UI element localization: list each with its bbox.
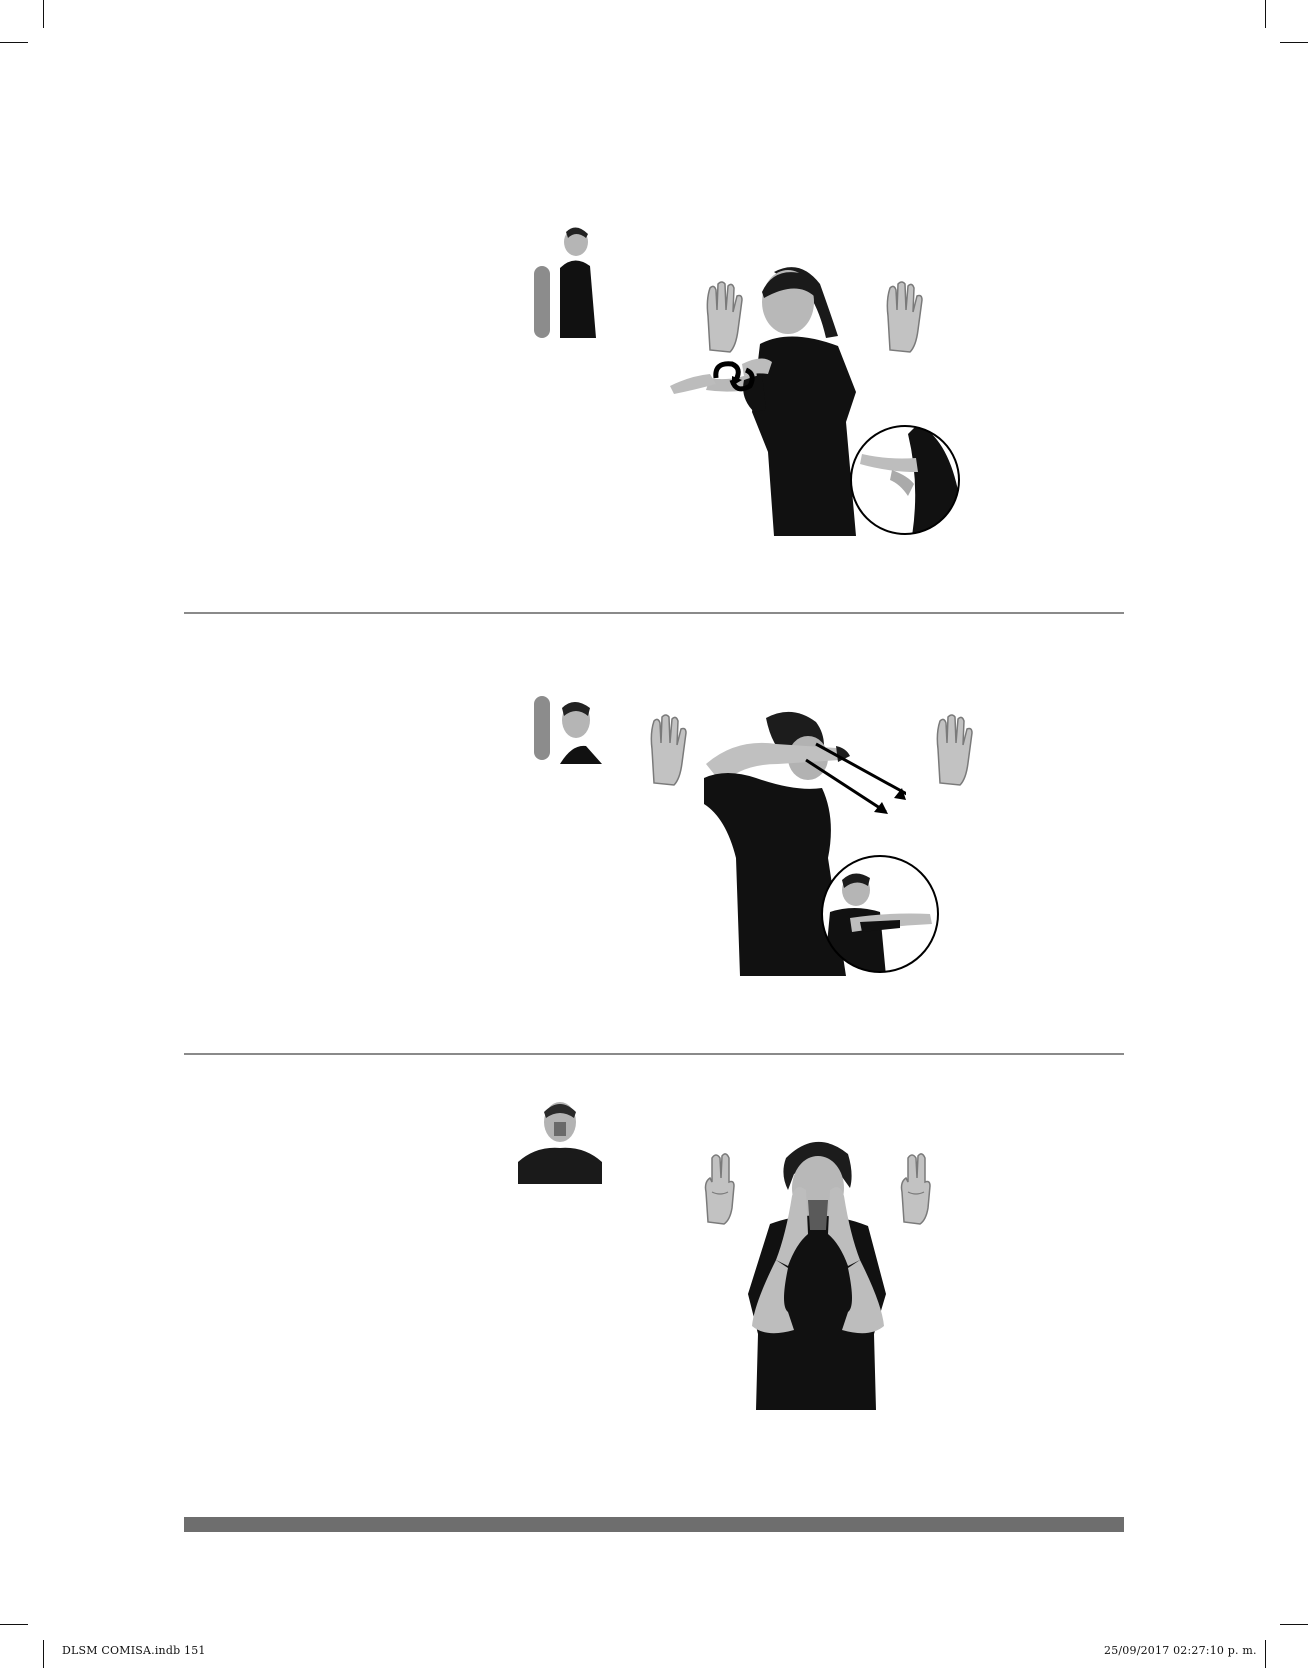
crop-mark-bottom-left-vertical [43, 1640, 44, 1668]
sign-entry-3 [0, 0, 1308, 1420]
location-front-face-thumbnail [516, 1092, 604, 1184]
signer-figure [736, 1134, 904, 1410]
footer-timestamp: 25/09/2017 02:27:10 p. m. [1104, 1644, 1257, 1657]
footer-file-name: DLSM COMISA.indb 151 [62, 1644, 206, 1657]
crop-mark-bottom-left-horizontal [0, 1624, 28, 1625]
crop-mark-bottom-right-horizontal [1280, 1624, 1308, 1625]
three-fingers-hand-icon [700, 1152, 740, 1226]
page-bottom-bar [184, 1517, 1124, 1532]
crop-mark-bottom-right-vertical [1265, 1640, 1266, 1668]
